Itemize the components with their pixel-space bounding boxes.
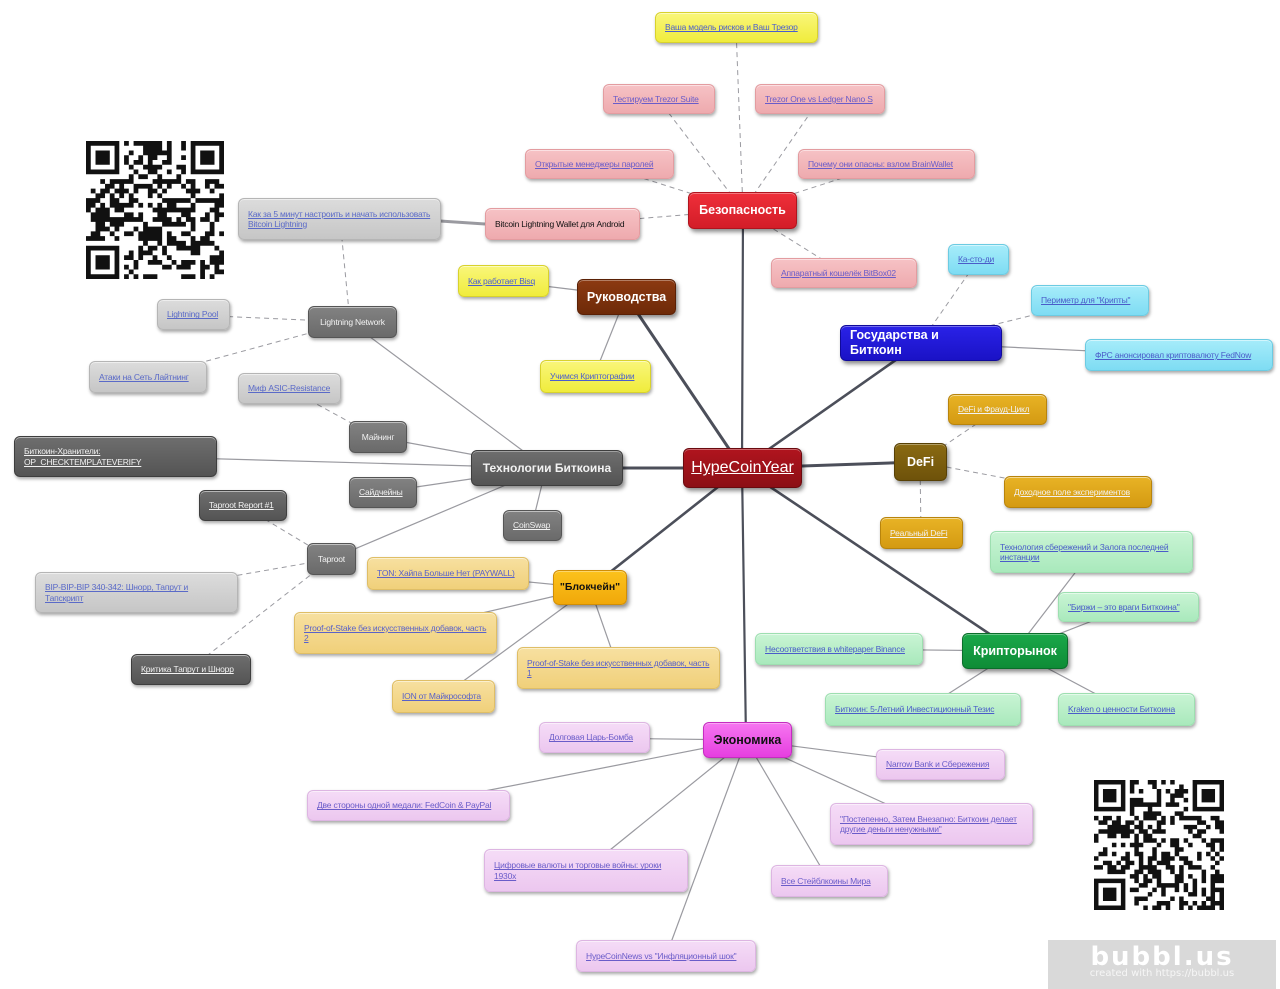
economy-item-node[interactable]: Две стороны одной медали: FedCoin & PayP… (307, 790, 510, 821)
coinswap-item-node[interactable]: CoinSwap (503, 510, 562, 541)
blockchain-item-node[interactable]: ION от Майкрософта (392, 680, 495, 713)
states-item-node[interactable]: ФРС анонсировал криптовалюту FedNow (1085, 339, 1273, 371)
security-item-node[interactable]: Аппаратный кошелёк BitBox02 (771, 258, 917, 288)
taproot-node[interactable]: Taproot (307, 543, 356, 575)
security-branch-node[interactable]: Безопасность (688, 192, 797, 229)
watermark-brand: bubbl.us (1090, 942, 1234, 972)
blockchain-branch-node[interactable]: "Блокчейн" (553, 570, 627, 605)
market-item-node[interactable]: Kraken о ценности Биткоина (1058, 693, 1195, 726)
defi-item-node[interactable]: DeFi и Фрауд-Цикл (948, 394, 1047, 425)
security-item-node[interactable]: Открытые менеджеры паролей (525, 149, 674, 179)
economy-item-node[interactable]: Цифровые валюты и торговые войны: уроки … (484, 849, 688, 892)
market-item-node[interactable]: "Биржи – это враги Биткоина" (1058, 592, 1199, 622)
blockchain-item-node[interactable]: Proof-of-Stake без искусственных добавок… (517, 647, 720, 689)
taproot-item-node[interactable]: Taproot Report #1 (199, 490, 287, 521)
security-item-node[interactable]: Почему они опасны: взлом BrainWallet (798, 149, 975, 179)
sidechains-item-node[interactable]: Сайдчейны (349, 477, 417, 508)
bubblus-watermark: bubbl.us created with https://bubbl.us (1048, 940, 1276, 989)
blockchain-item-node[interactable]: TON: Хайпа Больше Нет (PAYWALL) (367, 557, 529, 590)
states-branch-node[interactable]: Государства и Биткоин (840, 325, 1002, 361)
economy-item-node[interactable]: "Постепенно, Затем Внезапно: Биткоин дел… (830, 803, 1033, 845)
states-item-node[interactable]: Периметр для "Крипты" (1031, 285, 1149, 316)
defi-branch-node[interactable]: DeFi (894, 443, 947, 481)
security-item-node[interactable]: Bitcoin Lightning Wallet для Android (485, 208, 640, 240)
guides-item-node[interactable]: Учимся Криптографии (540, 360, 651, 393)
economy-item-node[interactable]: Narrow Bank и Сбережения (876, 749, 1005, 780)
vaults-item-node[interactable]: Биткоин-Хранители: OP_CHECKTEMPLATEVERIF… (14, 436, 217, 477)
economy-item-node[interactable]: Долговая Царь-Бомба (539, 722, 650, 753)
market-item-node[interactable]: Технология сбережений и Залога последней… (990, 531, 1193, 573)
economy-item-node[interactable]: HypeCoinNews vs "Инфляционный шок" (576, 940, 756, 972)
market-item-node[interactable]: Несоответствия в whitepaper Binance (755, 633, 923, 665)
taproot-item-node[interactable]: BIP-BIP-BIP 340-342: Шнорр, Тапрут и Тап… (35, 572, 238, 613)
market-branch-node[interactable]: Крипторынок (962, 633, 1068, 669)
defi-item-node[interactable]: Доходное поле экспериментов (1004, 476, 1152, 508)
lightning-network-node[interactable]: Lightning Network (308, 306, 397, 338)
mining-node[interactable]: Майнинг (349, 421, 407, 453)
qr-code-image (1094, 780, 1224, 910)
guides-item-node[interactable]: Как работает Bisq (458, 265, 549, 297)
central-topic-node[interactable]: HypeCoinYear (683, 448, 802, 488)
blockchain-item-node[interactable]: Proof-of-Stake без искусственных добавок… (294, 612, 497, 654)
lightning-item-node[interactable]: Атаки на Сеть Лайтнинг (89, 361, 207, 393)
defi-item-node[interactable]: Реальный DeFi (880, 517, 963, 549)
lightning-item-node[interactable]: Lightning Pool (157, 299, 230, 330)
economy-item-node[interactable]: Все Стейблкоины Мира (771, 865, 888, 897)
guides-branch-node[interactable]: Руководства (577, 279, 676, 315)
taproot-item-node[interactable]: Критика Тапрут и Шнорр (131, 654, 251, 685)
mining-item-node[interactable]: Миф ASIC-Resistance (238, 373, 341, 404)
states-item-node[interactable]: Ка-сто-ди (948, 244, 1009, 275)
market-item-node[interactable]: Биткоин: 5-Летний Инвестиционный Тезис (825, 693, 1021, 726)
qr-code-image (86, 141, 224, 279)
lightning-item-node[interactable]: Как за 5 минут настроить и начать исполь… (238, 198, 441, 240)
economy-branch-node[interactable]: Экономика (703, 722, 792, 758)
security-item-node[interactable]: Trezor One vs Ledger Nano S (755, 84, 885, 114)
security-item-node[interactable]: Тестируем Trezor Suite (603, 84, 715, 114)
security-item-node[interactable]: Ваша модель рисков и Ваш Трезор (655, 12, 818, 43)
tech-branch-node[interactable]: Технологии Биткоина (471, 450, 623, 486)
watermark-subtitle: created with https://bubbl.us (1089, 968, 1235, 979)
